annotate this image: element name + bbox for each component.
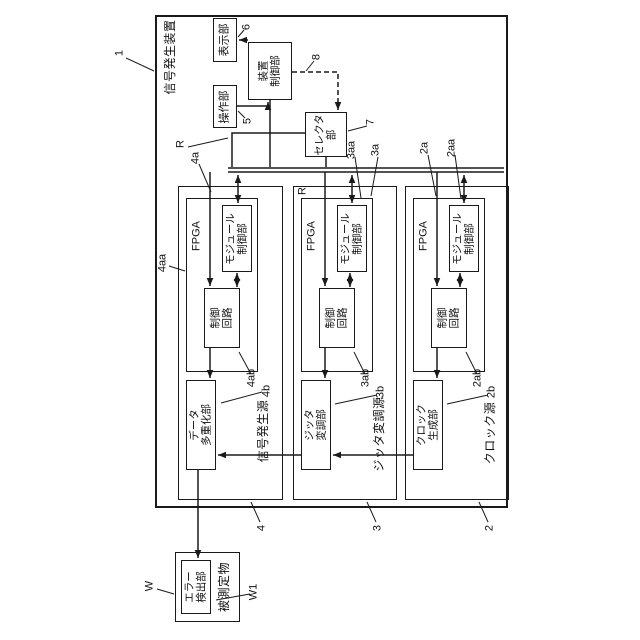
operation-unit-label: 操作部 (218, 90, 231, 123)
ref-2: 2 (483, 524, 496, 532)
control-circuit-label-module3: 制御 回路 (324, 307, 349, 329)
jitter-modulator-label: ジッタ 変調部 (303, 409, 328, 441)
ref-7: 7 (364, 118, 377, 126)
selector-unit-label: セレクタ 部 (313, 113, 338, 156)
signal-generator-device-outline (155, 15, 508, 508)
data-multiplexer-label: データ 多重化部 (188, 404, 213, 446)
error-detector-label: エラー 検出部 (183, 571, 208, 603)
ref-2b: 2b (485, 385, 498, 399)
ref-4aa: 4aa (156, 253, 169, 273)
control-circuit-box-module4: 制御 回路 (204, 288, 240, 348)
signal-arrows (194, 36, 504, 558)
ref-w: W (143, 580, 156, 592)
clock-source-module-box (405, 186, 509, 500)
clock-generator-box: クロック 生成部 (413, 380, 443, 470)
operation-unit-box: 操作部 (213, 85, 237, 128)
ref-r-top: R (174, 140, 187, 148)
module-control-box-module4: モジュール 制御部 (222, 205, 252, 272)
control-circuit-label-module4: 制御 回路 (209, 307, 234, 329)
dut-box (175, 552, 240, 622)
ref-6: 6 (240, 23, 253, 31)
display-unit-label: 表示部 (218, 23, 231, 57)
device-control-unit-label: 装置 制御部 (257, 55, 282, 87)
fpga-label-module4: FPGA (190, 221, 203, 251)
selector-unit-box: セレクタ 部 (305, 112, 347, 157)
signal-source-module-box (178, 186, 283, 500)
fpga-label-module2: FPGA (417, 221, 430, 251)
ref-r-mid: R (296, 187, 309, 195)
control-circuit-label-module2: 制御 回路 (436, 307, 461, 329)
module-control-label-module3: モジュール 制御部 (339, 212, 364, 265)
jitter-source-module-box (293, 186, 397, 500)
module-control-box-module2: モジュール 制御部 (449, 205, 479, 272)
fpga-box-module2 (413, 198, 485, 372)
ref-4: 4 (255, 524, 268, 532)
clock-generator-label: クロック 生成部 (415, 404, 440, 446)
display-unit-box: 表示部 (213, 18, 237, 62)
ref-3: 3 (371, 524, 384, 532)
ref-4a: 4a (189, 151, 202, 165)
control-circuit-box-module2: 制御 回路 (431, 288, 467, 348)
signal-source-name-label: 信号発生源 (255, 399, 270, 463)
jitter-modulator-box: ジッタ 変調部 (301, 380, 331, 470)
jitter-source-name-label: ジッタ変調源 (371, 396, 386, 472)
ref-2ab: 2ab (471, 368, 484, 388)
module-control-label-module4: モジュール 制御部 (224, 212, 249, 265)
ref-2a: 2a (418, 141, 431, 155)
leader-lines (125, 29, 489, 601)
ref-3a: 3a (369, 143, 382, 157)
clock-source-name-label: クロック源 (482, 401, 497, 465)
device-title-label: 信号発生装置 (162, 19, 177, 95)
dut-label: 被測定物 (216, 561, 231, 613)
fpga-box-module3 (301, 198, 373, 372)
device-control-unit-box: 装置 制御部 (248, 42, 292, 100)
ref-3aa: 3aa (345, 140, 358, 160)
ref-w1: W1 (247, 583, 260, 601)
ref-2aa: 2aa (445, 138, 458, 158)
error-detector-box: エラー 検出部 (181, 560, 211, 614)
ref-4b: 4b (260, 384, 273, 398)
ref-8: 8 (310, 53, 323, 61)
fpga-box-module4 (186, 198, 258, 372)
module-control-label-module2: モジュール 制御部 (451, 212, 476, 265)
ref-5: 5 (241, 117, 254, 125)
ref-4ab: 4ab (245, 368, 258, 388)
ref-1: 1 (113, 49, 126, 57)
module-control-box-module3: モジュール 制御部 (337, 205, 367, 272)
ref-3b: 3b (374, 385, 387, 399)
control-circuit-box-module3: 制御 回路 (319, 288, 355, 348)
data-multiplexer-box: データ 多重化部 (186, 380, 216, 470)
ref-3ab: 3ab (359, 368, 372, 388)
fpga-label-module3: FPGA (305, 221, 318, 251)
